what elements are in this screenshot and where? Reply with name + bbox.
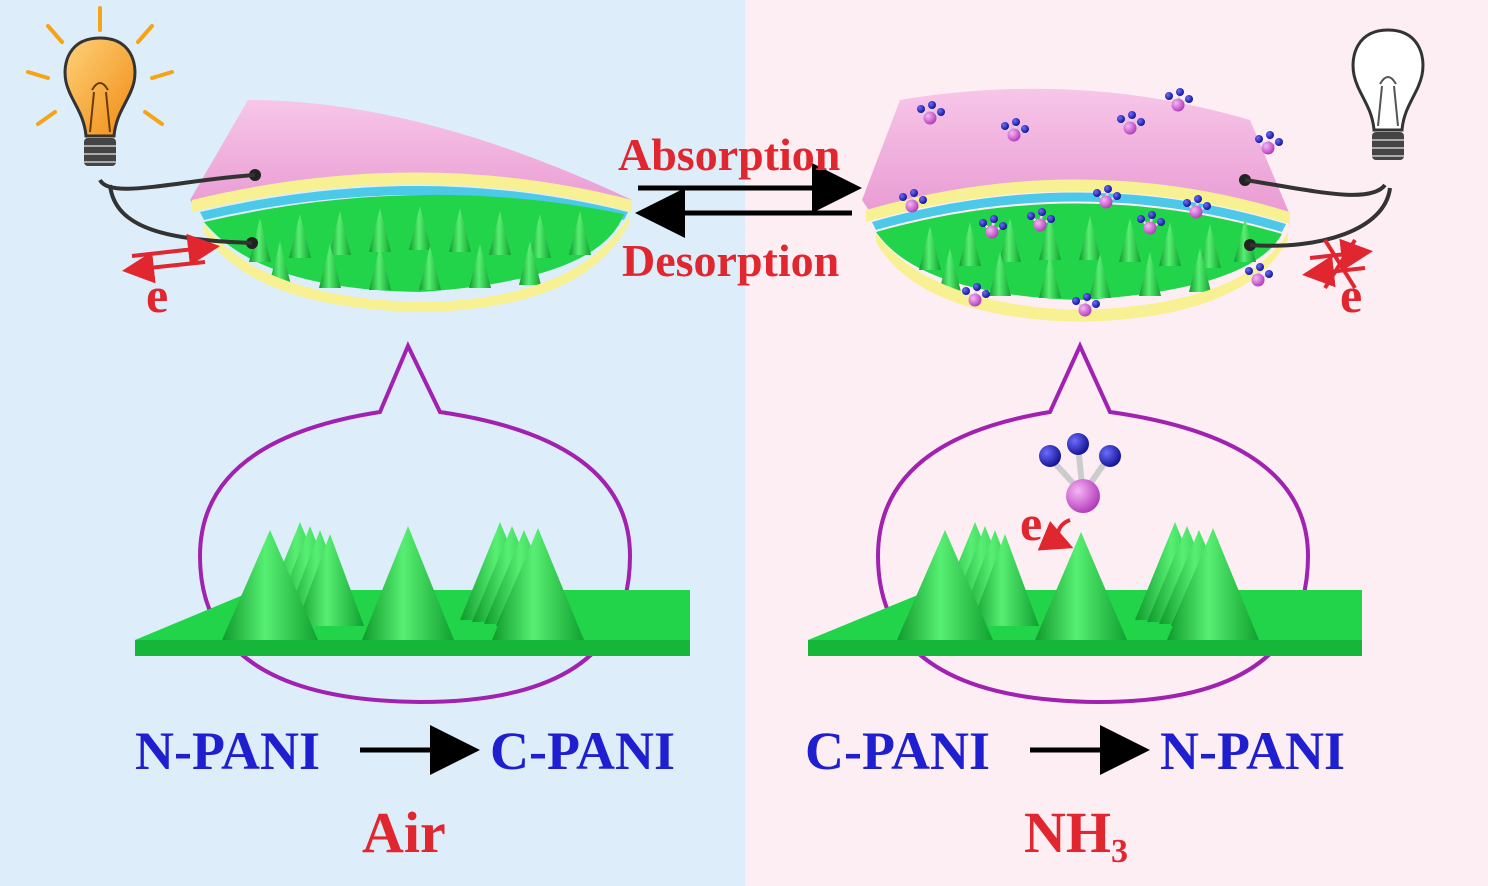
air-sensor-cyan-layer: [200, 186, 628, 220]
ammonia-sensor-yellow-layer: [866, 179, 1290, 224]
desorption-label: Desorption: [622, 235, 840, 286]
absorption-label: Absorption: [618, 129, 841, 180]
ammonia-reaction-product: N-PANI: [1160, 721, 1345, 781]
ammonia-sensor-top-layer: [862, 88, 1290, 215]
air-zoom-cones: [222, 522, 584, 640]
air-reaction-reactant: N-PANI: [135, 721, 320, 781]
blocked-electron-flow-icon: [1302, 238, 1373, 290]
ammonia-reaction-reactant: C-PANI: [805, 721, 990, 781]
air-reaction-product: C-PANI: [490, 721, 675, 781]
air-sensor-yellow-layer: [192, 172, 632, 212]
air-sensor-wire: [98, 173, 256, 191]
air-sensor-wire: [108, 184, 253, 245]
ammonia-sensor-cyan-layer: [872, 192, 1286, 232]
detail-electron-label: e: [1020, 495, 1043, 551]
air-sensor-device: [98, 100, 632, 312]
air-electron-label: e: [146, 267, 169, 323]
ammonia-sensor-wire: [1244, 178, 1387, 197]
ammonia-formula-main: NH: [1024, 800, 1111, 865]
ammonia-zoom-callout: [808, 341, 1362, 705]
electron-transfer-icon: [1037, 518, 1074, 551]
reversible-process-arrows: [635, 163, 862, 238]
lit-bulb-icon: [26, 6, 174, 166]
ammonia-zoom-cones: [897, 522, 1259, 640]
ammonia-molecule-detail: [1039, 433, 1121, 513]
air-zoom-callout: [135, 341, 690, 705]
unlit-bulb-icon: [1351, 28, 1425, 160]
ammonia-electron-label: e: [1340, 267, 1363, 323]
ammonia-condition-label: NH3: [1024, 804, 1128, 869]
electron-flow-icon: [122, 233, 220, 284]
ammonia-sensor-wire: [1249, 187, 1392, 248]
air-condition-label: Air: [362, 800, 446, 865]
ammonia-formula-subscript: 3: [1111, 833, 1128, 870]
ammonia-sensor-cone-array: [876, 203, 1282, 300]
